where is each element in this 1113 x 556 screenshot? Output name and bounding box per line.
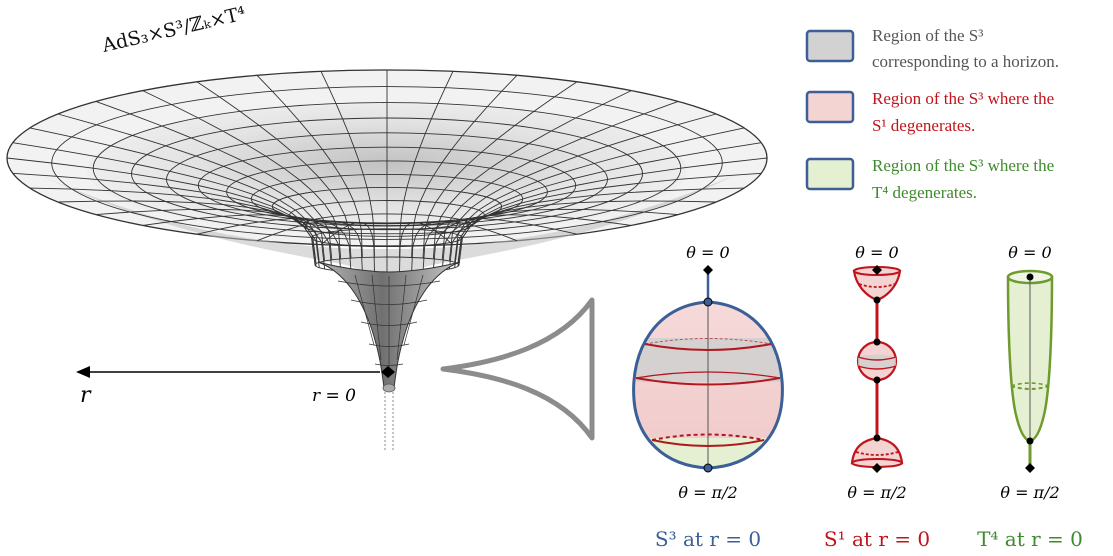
funnel-spoke [196,81,352,259]
funnel-spoke [448,113,717,262]
funnel-spoke [95,208,333,271]
funnel-spoke [432,90,632,259]
s1-node-1 [873,296,881,304]
r-zero-label: r = 0 [312,386,356,406]
legend-swatch-t4 [805,157,855,191]
s3-panel: θ = 0 θ = π/2 S³ at r = 0 [632,243,784,551]
funnel-spoke [57,113,326,262]
s3-latitude-2-back [635,371,781,379]
t4-theta-top: θ = 0 [1008,243,1051,262]
legend-t4-line1: Region of the S³ where the [872,156,1054,175]
t4-bottom-node [1026,437,1034,445]
s3-theta-bottom: θ = π/2 [678,483,737,502]
legend-t4-line2: T⁴ degenerates. [872,183,977,202]
s1-middle-lat-2 [857,365,897,370]
legend: Region of the S³ corresponding to a hori… [805,26,1059,202]
t4-top-node [1026,273,1034,281]
t4-lat-back [1010,382,1050,387]
funnel-spoke [422,81,578,259]
funnel-spoke [422,218,578,272]
legend-item-t4: Region of the S³ where the T⁴ degenerate… [805,156,1054,202]
funnel-spoke [411,74,518,258]
s3-north-pole [703,297,713,307]
s3-latitude-3-back [651,433,765,441]
t4-panel: θ = 0 θ = π/2 T⁴ at r = 0 [977,243,1083,551]
s3-latitude-1 [644,343,772,351]
funnel-spoke [6,157,316,266]
s1-theta-bottom: θ = π/2 [847,483,906,502]
legend-horizon-line2: corresponding to a horizon. [872,52,1059,71]
s1-panel: θ = 0 θ = π/2 S¹ at r = 0 [824,243,930,551]
ads-funnel: AdS₃×S³/ℤₖ×T⁴ r r = 0 [6,2,768,452]
funnel-spoke [411,220,518,273]
legend-horizon-line1: Region of the S³ [872,26,983,45]
funnel-spoke [256,220,363,273]
funnel-spoke [399,221,454,273]
funnel-spoke [432,214,632,272]
s1-node-3 [873,376,881,384]
s1-theta-top: θ = 0 [855,243,898,262]
funnel-spoke [320,221,375,273]
s3-sphere-fill [633,302,783,468]
funnel-spoke [29,127,320,263]
funnel-tip-dotted [384,392,394,452]
neck-grid [337,274,441,372]
s1-caption: S¹ at r = 0 [824,527,930,551]
legend-s1-line1: Region of the S³ where the [872,89,1054,108]
s1-bottom-diamond [872,463,882,473]
funnel-spoke [399,71,454,258]
s1-middle-lat-1 [857,356,897,361]
s3-south-pole [703,463,713,473]
r-axis-end-diamond [381,366,395,378]
s3-theta-top: θ = 0 [686,243,729,262]
funnel-spoke [320,71,375,258]
legend-swatch-s1 [805,90,855,124]
s3-top-diamond [703,265,713,275]
funnel-spokes [6,70,768,273]
s3-caption: S³ at r = 0 [655,527,761,551]
s3-latitudes [635,338,781,447]
funnel-spoke [256,74,363,258]
s3-latitude-2 [635,377,781,386]
funnel-title: AdS₃×S³/ℤₖ×T⁴ [99,2,248,57]
s3-latitude-3 [651,439,765,447]
zoom-callout [440,297,595,441]
r-axis-label: r [80,383,92,408]
t4-lat-front [1010,385,1050,390]
s1-bottom-cup-dotted [855,451,899,456]
t4-theta-bottom: θ = π/2 [1000,483,1059,502]
s1-node-2 [873,338,881,346]
funnel-spoke [196,218,352,272]
t4-bottom-diamond [1025,463,1035,473]
zoom-horn [440,297,595,441]
r-axis-arrowhead [76,366,90,378]
legend-s1-line2: S¹ degenerates. [872,116,975,135]
t4-caption: T⁴ at r = 0 [977,527,1083,551]
funnel-spoke [95,100,333,260]
legend-item-horizon: Region of the S³ corresponding to a hori… [805,26,1059,71]
s3-latitude-1-back [644,338,772,345]
s1-nodes [872,265,882,473]
funnel-spoke [457,142,762,264]
funnel-spoke [142,214,342,272]
funnel-spoke [441,100,679,260]
legend-swatch-horizon [805,29,855,63]
funnel-spoke [454,127,745,263]
funnel-spoke [441,208,679,271]
funnel-spoke [457,172,762,267]
legend-item-s1: Region of the S³ where the S¹ degenerate… [805,89,1054,135]
funnel-spoke [12,142,317,264]
funnel-tip [382,383,396,393]
funnel-spoke [142,90,342,259]
s1-middle-band [858,354,896,369]
s1-top-diamond [872,265,882,275]
s1-node-4 [873,434,881,442]
